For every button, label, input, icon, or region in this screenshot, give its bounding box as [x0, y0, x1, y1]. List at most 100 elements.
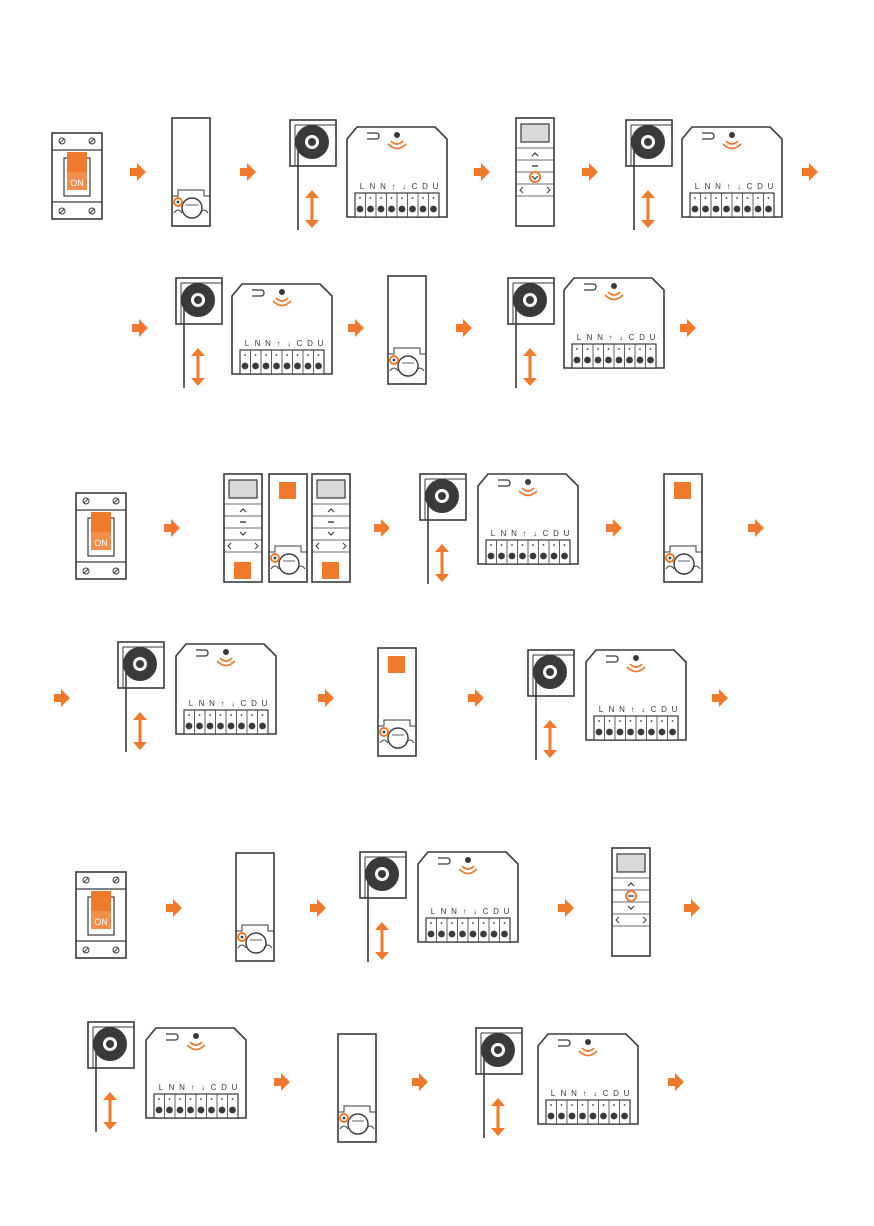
led-icon: [465, 857, 471, 863]
up-down-arrow-icon: [103, 1092, 117, 1130]
terminal-letter: D: [493, 907, 499, 916]
terminal-letter: U: [564, 529, 570, 538]
terminal-letter: D: [661, 705, 667, 714]
terminal-screw: [574, 357, 581, 364]
terminal-screw: [430, 206, 437, 213]
terminal-letter: N: [370, 182, 376, 191]
terminal-letter: L: [245, 339, 250, 348]
terminal-letter: D: [307, 339, 313, 348]
terminal-letter: D: [422, 182, 428, 191]
terminal-letter: D: [639, 333, 645, 342]
terminal-screw: [713, 206, 720, 213]
terminal-screw: [569, 1113, 576, 1120]
arrow-right-icon: [680, 319, 696, 337]
multi-channel-remote-icon: [312, 474, 350, 582]
arrow-right-icon: [684, 899, 700, 917]
receiver-module-icon: LNN↑↓CDU: [586, 650, 686, 740]
arrow-right-icon: [558, 899, 574, 917]
arrow-right-icon: [274, 1073, 290, 1091]
remote-transmitter-icon: [388, 276, 426, 384]
terminal-letter: N: [265, 339, 271, 348]
terminal-screw: [616, 357, 623, 364]
arrow-right-icon: [240, 163, 256, 181]
arrow-right-icon: [374, 519, 390, 537]
terminal-screw: [530, 553, 537, 560]
arrow-right-icon: [132, 319, 148, 337]
terminal-screw: [459, 931, 466, 938]
breaker-icon: ON: [76, 872, 126, 958]
terminal-screw: [702, 206, 709, 213]
terminal-screw: [692, 206, 699, 213]
terminal-screw: [627, 729, 634, 736]
terminal-letter: ↓: [201, 1083, 205, 1092]
terminal-screw: [648, 729, 655, 736]
terminal-letter: ↓: [737, 182, 741, 191]
arrow-right-icon: [582, 163, 598, 181]
arrow-right-icon: [712, 689, 728, 707]
terminal-letter: U: [650, 333, 656, 342]
terminal-screw: [399, 206, 406, 213]
remote-transmitter-icon: [269, 474, 307, 582]
terminal-letter: U: [318, 339, 324, 348]
display-window: [521, 124, 549, 142]
arrow-right-icon: [166, 899, 182, 917]
breaker-on-label: ON: [70, 178, 84, 188]
terminal-letter: U: [768, 182, 774, 191]
terminal-letter: ↑: [609, 333, 613, 342]
terminal-letter: ↓: [593, 1089, 597, 1098]
terminal-letter: N: [169, 1083, 175, 1092]
up-down-arrow-icon: [133, 712, 147, 750]
terminal-letter: C: [603, 1089, 609, 1098]
arrow-right-icon: [802, 163, 818, 181]
terminal-screw: [449, 931, 456, 938]
terminal-screw: [765, 206, 772, 213]
receiver-module-icon: LNN↑↓CDU: [418, 852, 518, 942]
up-down-arrow-icon: [523, 348, 537, 386]
terminal-letter: N: [451, 907, 457, 916]
marker-square: [234, 562, 251, 579]
arrow-right-icon: [412, 1073, 428, 1091]
battery-icon: [674, 554, 694, 574]
terminal-letter: D: [221, 1083, 227, 1092]
terminal-screw: [177, 1107, 184, 1114]
terminal-screw: [186, 723, 193, 730]
terminal-screw: [219, 1107, 226, 1114]
terminal-screw: [187, 1107, 194, 1114]
led-icon: [633, 655, 639, 661]
led-icon: [279, 289, 285, 295]
breaker-on-label: ON: [94, 538, 108, 548]
terminal-screw: [606, 729, 613, 736]
multi-channel-remote-icon: [516, 118, 554, 226]
terminal-letter: ↑: [727, 182, 731, 191]
terminal-letter: N: [587, 333, 593, 342]
remote-transmitter-icon: [236, 853, 274, 961]
terminal-screw: [438, 931, 445, 938]
receiver-module-icon: LNN↑↓CDU: [478, 474, 578, 564]
terminal-letter: C: [629, 333, 635, 342]
motor-icon: [528, 650, 574, 760]
terminal-screw: [551, 553, 558, 560]
receiver-module-icon: LNN↑↓CDU: [682, 127, 782, 217]
terminal-letter: N: [715, 182, 721, 191]
terminal-screw: [621, 1113, 628, 1120]
led-icon: [394, 132, 400, 138]
terminal-letter: L: [189, 699, 194, 708]
led-icon: [611, 283, 617, 289]
arrow-right-icon: [606, 519, 622, 537]
terminal-letter: N: [501, 529, 507, 538]
terminal-screw: [249, 723, 256, 730]
terminal-screw: [501, 931, 508, 938]
motor-icon: [508, 278, 554, 388]
terminal-screw: [491, 931, 498, 938]
terminal-screw: [558, 1113, 565, 1120]
motor-icon: [420, 474, 466, 584]
terminal-letter: N: [380, 182, 386, 191]
terminal-screw: [669, 729, 676, 736]
terminal-letter: N: [571, 1089, 577, 1098]
terminal-letter: L: [695, 182, 700, 191]
terminal-letter: ↓: [287, 339, 291, 348]
terminal-letter: U: [232, 1083, 238, 1092]
terminal-letter: C: [747, 182, 753, 191]
terminal-screw: [509, 553, 516, 560]
